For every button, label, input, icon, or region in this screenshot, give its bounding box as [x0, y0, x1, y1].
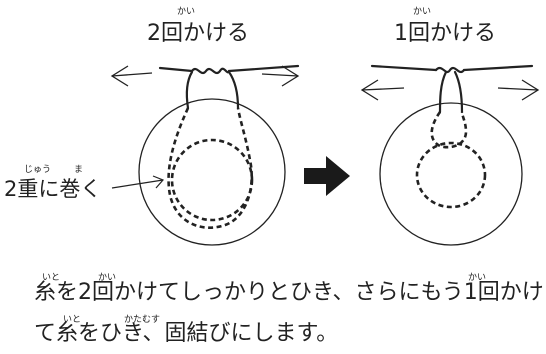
- caption-ruby-ito-1: いと: [42, 273, 61, 283]
- left-arrows: [110, 65, 300, 87]
- left-disc: [138, 98, 286, 246]
- side-label: 2重に巻く: [4, 177, 102, 201]
- left-thread-loops: [167, 107, 254, 229]
- right-thread: [370, 64, 534, 114]
- caption-ruby-kai-1: かい: [98, 273, 117, 283]
- right-thread-loops: [415, 111, 487, 209]
- caption-line-1: 糸を2回かけてしっかりとひき、さらにもう1回かけ: [34, 280, 544, 305]
- right-arrows: [360, 79, 540, 101]
- right-title: 1回かける: [394, 21, 496, 46]
- side-label-ruby-ma: ま: [74, 165, 84, 175]
- side-label-ruby-juu: じゅう: [24, 165, 52, 175]
- left-thread: [158, 64, 300, 110]
- transition-arrow: [304, 156, 350, 196]
- caption-ruby-ito-2: いと: [63, 315, 82, 325]
- left-title: 2回かける: [147, 21, 249, 46]
- left-title-ruby: かい: [177, 7, 196, 17]
- label-leader-arrow: [111, 175, 165, 189]
- right-disc: [379, 102, 523, 246]
- caption-line-2: て糸をひき、固結びにします。: [34, 321, 339, 346]
- caption-ruby-kai-2: かい: [468, 273, 487, 283]
- right-title-ruby: かい: [413, 7, 432, 17]
- caption-ruby-katamusu: かたむす: [124, 315, 161, 325]
